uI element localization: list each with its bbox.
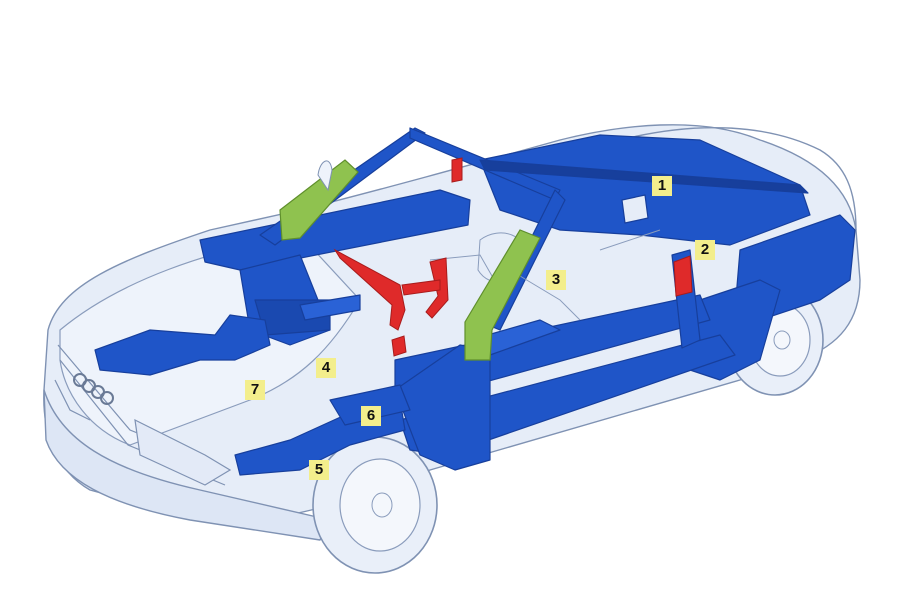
side-mirror (317, 160, 333, 192)
marker-5: 5 (309, 460, 329, 480)
marker-3: 3 (546, 270, 566, 290)
rear-window-cutout (621, 194, 649, 224)
marker-1: 1 (652, 176, 672, 196)
audi-rings-logo (73, 373, 114, 405)
marker-2: 2 (695, 240, 715, 260)
marker-4: 4 (316, 358, 336, 378)
marker-7: 7 (245, 380, 265, 400)
blue-frame (94, 127, 856, 476)
red-seat-mechanism (333, 157, 693, 357)
front-wheel (312, 436, 438, 574)
marker-6: 6 (361, 406, 381, 426)
green-a-pillars (279, 159, 541, 361)
